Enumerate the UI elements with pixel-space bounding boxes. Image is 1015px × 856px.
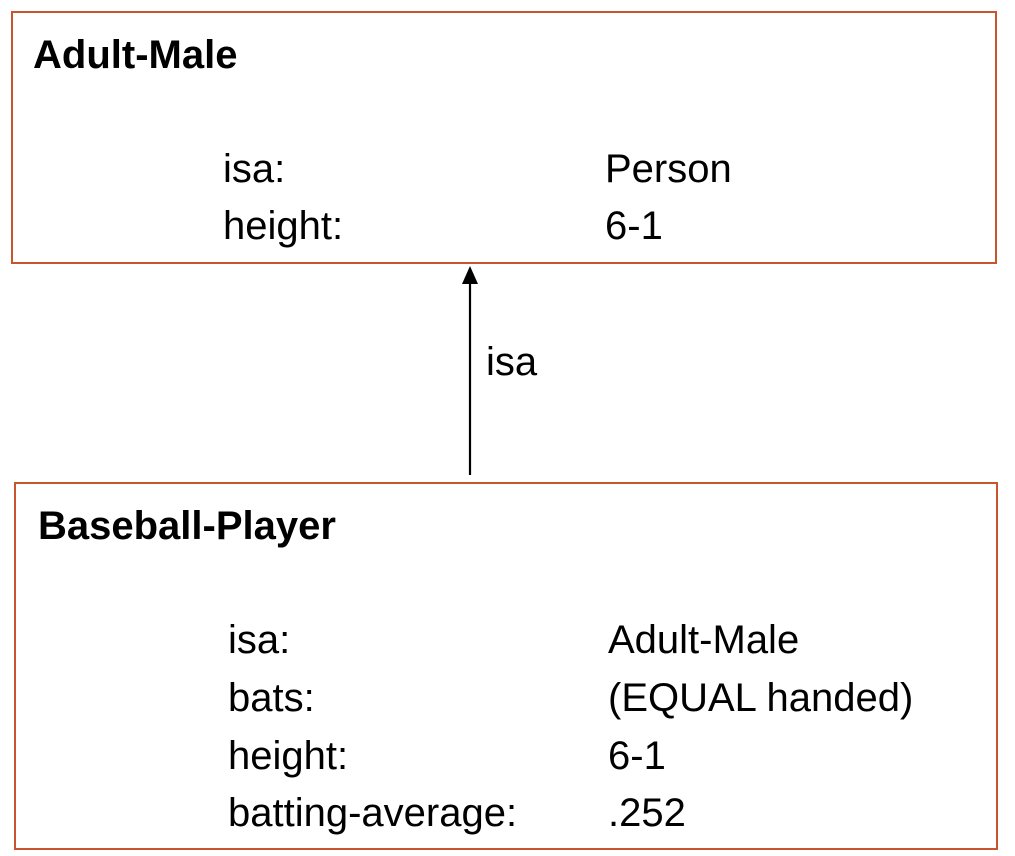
frame-title: Baseball-Player [38,504,336,548]
slot-name: height: [228,734,349,778]
slot-value: 6-1 [608,734,666,778]
slot-value: Adult-Male [608,618,800,662]
slot-name: height: [223,204,344,248]
slot-value: 6-1 [605,204,663,248]
slot-name: isa: [228,618,291,662]
frame-adult-male: Adult-Male isa: Person height: 6-1 [11,11,997,264]
arrow-head [462,266,478,284]
slot-value: (EQUAL handed) [608,676,914,720]
slot-value: Person [605,147,732,191]
slot-name: batting-average: [228,791,518,835]
frame-baseball-player: Baseball-Player isa: Adult-Male bats: (E… [14,482,998,850]
arrow-label: isa [486,340,538,384]
slot-name: isa: [223,147,286,191]
slot-name: bats: [228,676,315,720]
slot-value: .252 [608,791,686,835]
frame-title: Adult-Male [33,33,238,77]
